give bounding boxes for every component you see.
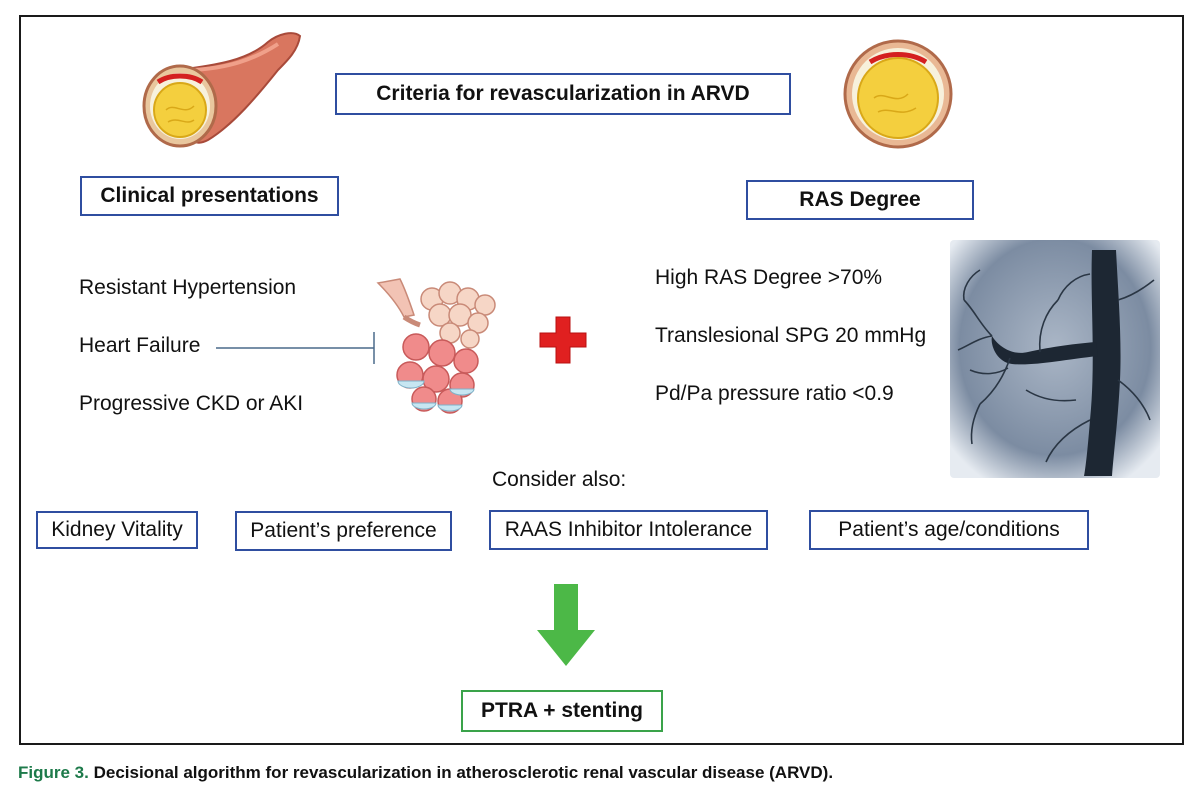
artery-illustration bbox=[142, 32, 302, 148]
clinical-presentations-box: Clinical presentations bbox=[80, 176, 339, 216]
figure-caption: Figure 3. Decisional algorithm for revas… bbox=[18, 763, 833, 783]
clinical-item-progressive-ckd: Progressive CKD or AKI bbox=[79, 392, 304, 415]
consider-also-label: Consider also: bbox=[492, 468, 627, 491]
ptra-stenting-label: PTRA + stenting bbox=[481, 699, 643, 722]
red-plus-icon bbox=[539, 316, 587, 364]
kidney-vitality-box: Kidney Vitality bbox=[36, 511, 198, 549]
title-box: Criteria for revascularization in ARVD bbox=[335, 73, 791, 115]
alveoli-illustration bbox=[376, 278, 496, 414]
clinical-presentations-label: Clinical presentations bbox=[100, 184, 319, 207]
down-arrow-icon bbox=[537, 584, 595, 666]
kidney-vitality-label: Kidney Vitality bbox=[51, 518, 183, 541]
ras-item-high-degree: High RAS Degree >70% bbox=[655, 266, 883, 289]
clinical-item-heart-failure: Heart Failure bbox=[79, 334, 201, 357]
patient-preference-box: Patient’s preference bbox=[235, 511, 452, 551]
patient-preference-label: Patient’s preference bbox=[250, 519, 437, 542]
raas-intolerance-box: RAAS Inhibitor Intolerance bbox=[489, 510, 768, 550]
raas-intolerance-label: RAAS Inhibitor Intolerance bbox=[504, 518, 753, 541]
patient-age-conditions-label: Patient’s age/conditions bbox=[838, 518, 1060, 541]
ras-degree-box: RAS Degree bbox=[746, 180, 974, 220]
ras-item-pressure-ratio: Pd/Pa pressure ratio <0.9 bbox=[655, 382, 894, 405]
artery-cross-section-illustration bbox=[843, 39, 953, 149]
inhibition-line bbox=[216, 332, 375, 364]
ras-degree-label: RAS Degree bbox=[799, 188, 921, 211]
clinical-item-resistant-hypertension: Resistant Hypertension bbox=[79, 276, 297, 299]
figure-label: Figure 3. bbox=[18, 763, 89, 782]
angiogram-image bbox=[950, 240, 1160, 478]
ras-item-translesional-spg: Translesional SPG 20 mmHg bbox=[655, 324, 927, 347]
figure-caption-text: Decisional algorithm for revascularizati… bbox=[93, 763, 834, 782]
patient-age-conditions-box: Patient’s age/conditions bbox=[809, 510, 1089, 550]
title-text: Criteria for revascularization in ARVD bbox=[376, 82, 750, 105]
ptra-stenting-box: PTRA + stenting bbox=[461, 690, 663, 732]
